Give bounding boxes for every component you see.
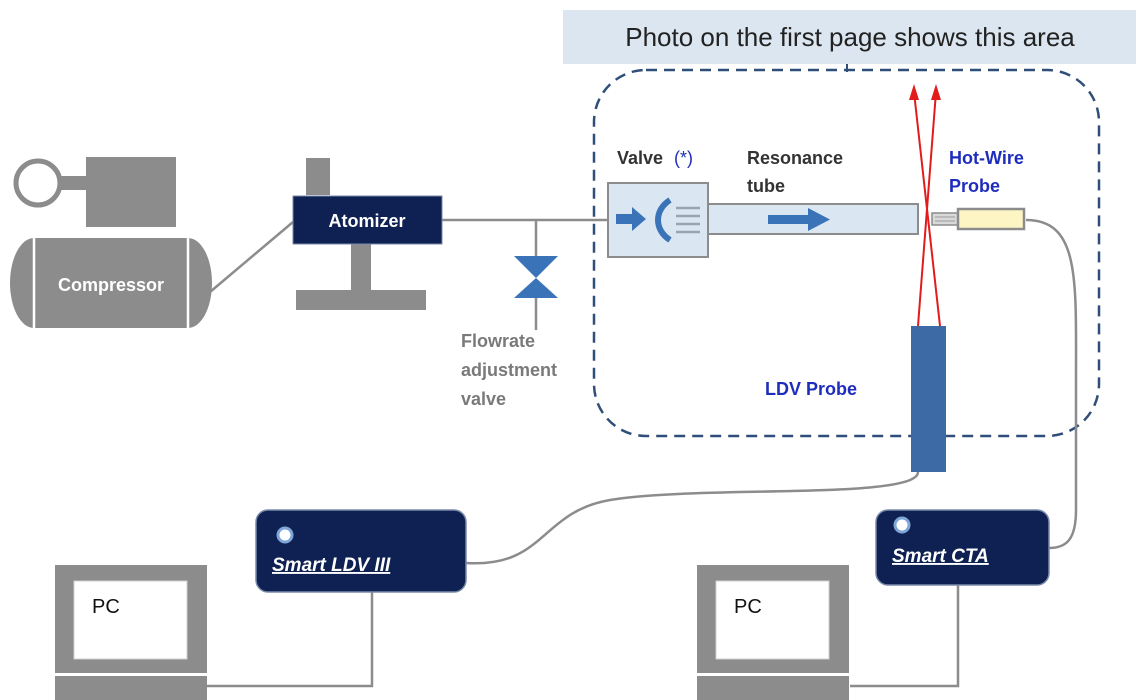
valve-icon: Valve (*) [607,148,709,258]
caption-text: Photo on the first page shows this area [625,22,1075,52]
status-led-icon [893,516,911,534]
resonance-label-2: tube [747,176,785,196]
flow-valve-label-2: adjustment [461,360,557,380]
pc-right-label: PC [734,596,762,618]
flow-valve-icon: Flowrate adjustment valve [461,256,558,409]
flow-valve-label-3: valve [461,389,506,409]
hotwire-cta-cable [1025,218,1078,550]
compressor-atomizer-line [209,221,294,293]
caption-box: Photo on the first page shows this area [563,10,1136,64]
resonance-label-1: Resonance [747,148,843,168]
smart-ldv-device: Smart LDV III [255,509,467,593]
resonance-tube: Resonance tube [707,148,919,235]
atomizer-icon: Atomizer [292,158,443,310]
hot-wire-probe-icon: Hot-Wire Probe [931,148,1026,231]
connection-lines [205,218,1078,688]
smart-ldv-pc-cable [205,592,374,688]
pc-icon: PC [697,565,849,700]
atomizer-label: Atomizer [328,211,405,231]
flow-valve-label-1: Flowrate [461,331,535,351]
smart-cta-pc-cable [850,585,960,688]
compressor-icon: Compressor [10,157,212,328]
compressor-label: Compressor [58,275,164,295]
smart-cta-label: Smart CTA [892,546,989,567]
smart-ldv-label: Smart LDV III [272,555,391,576]
measurement-area [592,64,1101,438]
smart-cta-device: Smart CTA [875,509,1050,586]
hotwire-label-1: Hot-Wire [949,148,1024,168]
status-led-icon [276,526,294,544]
ldv-probe-label: LDV Probe [765,379,857,399]
laser-beam-icon [909,84,941,327]
pc-icon: PC [55,565,207,700]
valve-note: (*) [674,148,693,168]
valve-label: Valve [617,148,663,168]
ldv-probe-cable [465,471,920,565]
pc-left-label: PC [92,596,120,618]
hotwire-label-2: Probe [949,176,1000,196]
ldv-probe-icon: LDV Probe [765,326,946,472]
